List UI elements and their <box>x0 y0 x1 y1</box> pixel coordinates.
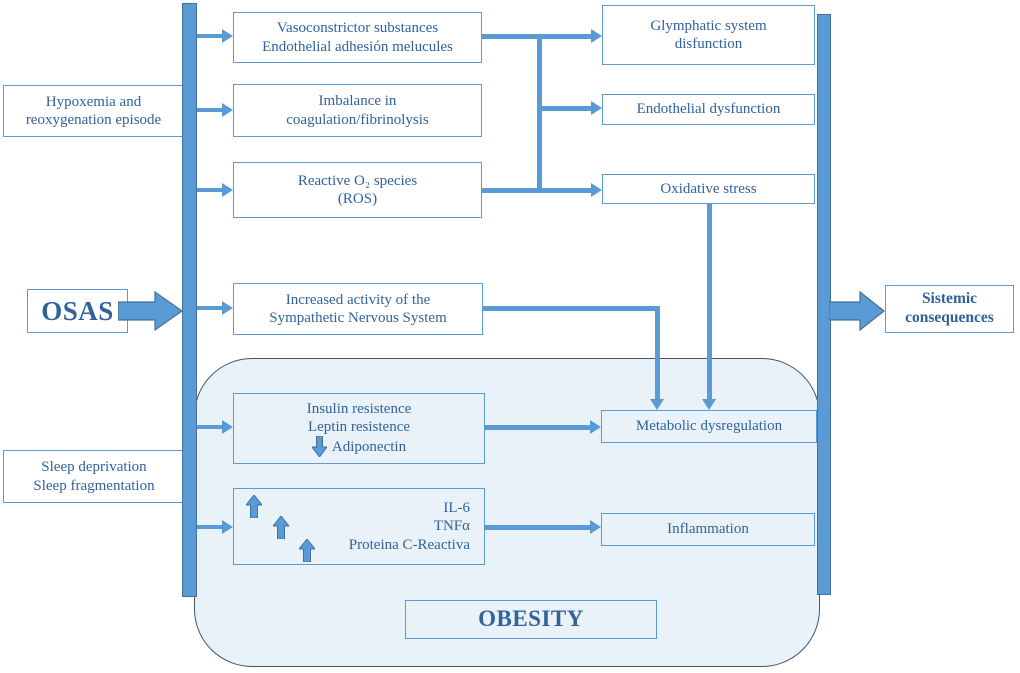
node-endothelial: Endothelial dysfunction <box>602 94 815 125</box>
node-hypoxemia: Hypoxemia and reoxygenation episode <box>3 85 184 137</box>
node-oxidative: Oxidative stress <box>602 174 815 204</box>
node-inflammation: Inflammation <box>601 513 815 546</box>
decrease-arrow-icon <box>311 436 327 458</box>
node-label: Reactive O₂ species <box>297 172 418 189</box>
node-imbalance: Imbalance in coagulation/fibrinolysis <box>233 84 482 137</box>
node-label: Sistemic <box>921 290 978 308</box>
node-label: Inflammation <box>667 521 749 538</box>
node-label: OBESITY <box>478 606 584 632</box>
node-label: TNFα <box>433 518 470 535</box>
node-label: Vasoconstrictor substances <box>276 20 439 37</box>
osas-flow-arrow-icon <box>118 290 184 332</box>
node-label: (ROS) <box>337 191 378 207</box>
node-label: Adiponectin <box>331 438 407 455</box>
increase-arrow-icon <box>273 516 289 539</box>
left-collector-bar <box>182 3 197 597</box>
node-label: Metabolic dysregulation <box>635 418 783 435</box>
node-label: OSAS <box>41 295 114 326</box>
node-label: Imbalance in <box>318 93 397 110</box>
node-label: Increased activity of the <box>285 291 431 308</box>
node-label: disfunction <box>674 36 743 52</box>
node-label: Proteina C-Reactiva <box>348 536 470 553</box>
sistemic-flow-arrow-icon <box>829 291 885 331</box>
node-label: Oxidative stress <box>660 180 757 197</box>
node-label: Insulin resistence <box>306 400 412 417</box>
node-sympathetic: Increased activity of the Sympathetic Ne… <box>233 283 483 335</box>
node-cytokines: IL-6 TNFα Proteina C-Reactiva <box>233 488 485 565</box>
node-label: Sympathetic Nervous System <box>269 310 447 326</box>
node-metabolic: Metabolic dysregulation <box>601 410 817 443</box>
node-label: Sleep deprivation <box>41 459 147 476</box>
node-sistemic: Sistemic consequences <box>885 285 1014 333</box>
node-sleep: Sleep deprivation Sleep fragmentation <box>3 450 185 503</box>
node-label: coagulation/fibrinolysis <box>286 111 429 128</box>
node-vasoconstrictor: Vasoconstrictor substances Endothelial a… <box>233 12 482 63</box>
node-label: Endothelial adhesión melucules <box>262 38 453 55</box>
increase-arrow-icon <box>246 495 262 518</box>
node-label: Endothelial dysfunction <box>636 101 781 118</box>
node-label: Glymphatic system <box>650 17 767 34</box>
node-obesity-title: OBESITY <box>405 600 657 639</box>
node-ros: Reactive O₂ species (ROS) <box>233 162 482 218</box>
node-label: consequences <box>905 309 994 326</box>
node-osas: OSAS <box>27 289 128 333</box>
node-label-row: Adiponectin <box>311 436 407 458</box>
node-label: IL-6 <box>443 500 470 517</box>
node-label: Sleep fragmentation <box>33 477 155 494</box>
node-label: Hypoxemia and <box>45 93 142 110</box>
node-label: Leptin resistence <box>307 419 411 435</box>
node-glymphatic: Glymphatic system disfunction <box>602 5 815 65</box>
node-label: reoxygenation episode <box>25 112 162 128</box>
increase-arrow-icon <box>299 539 315 562</box>
node-insulin: Insulin resistence Leptin resistence Adi… <box>233 393 485 464</box>
